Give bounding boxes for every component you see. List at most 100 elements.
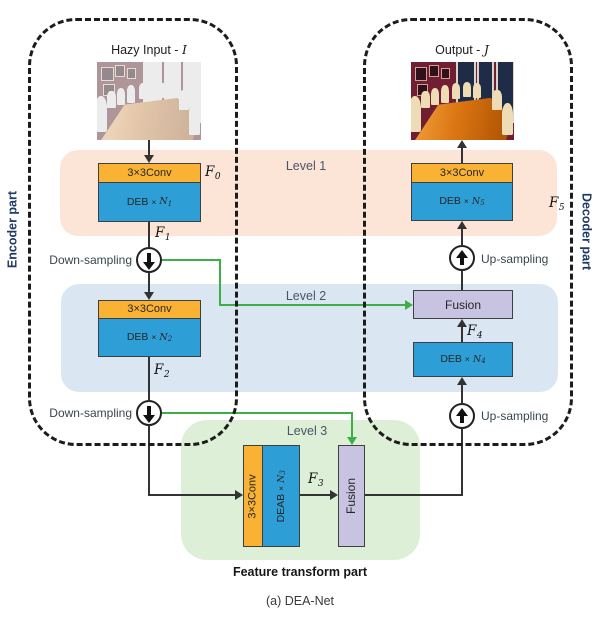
arrowhead bbox=[144, 292, 154, 300]
up-sampling-label-1: Up-sampling bbox=[481, 252, 549, 266]
arrowhead bbox=[330, 490, 338, 500]
f-base: F bbox=[154, 362, 164, 378]
encoder-level1-conv-block: 3×3Conv bbox=[98, 163, 201, 183]
f-subscript: 4 bbox=[476, 331, 483, 341]
decoder-level2-fusion-block: Fusion bbox=[413, 290, 513, 319]
skip-arrowhead bbox=[347, 437, 357, 445]
haze-overlay bbox=[97, 62, 201, 140]
conv-label: 3×3Conv bbox=[127, 303, 172, 315]
skip-line-level2 bbox=[351, 412, 353, 437]
up-arrow-stem bbox=[460, 255, 464, 265]
flow-line bbox=[148, 357, 150, 400]
deb-count-variable: N bbox=[472, 353, 482, 365]
arrowhead bbox=[457, 377, 467, 385]
skip-line-level1 bbox=[219, 259, 221, 306]
up-sampling-label-2: Up-sampling bbox=[481, 409, 549, 423]
feature-label-f1: F1 bbox=[155, 225, 171, 243]
deb-count-subscript: 5 bbox=[480, 199, 485, 207]
feature-label-f4: F4 bbox=[467, 323, 483, 341]
hazy-room-scene bbox=[97, 62, 201, 140]
fusion-label: Fusion bbox=[444, 297, 482, 312]
flow-line bbox=[148, 426, 150, 496]
deb-label: DEB bbox=[126, 331, 149, 344]
times-sign: × bbox=[151, 196, 157, 207]
output-image bbox=[411, 62, 514, 140]
decoder-part-label: Decoder part bbox=[579, 192, 594, 271]
down-sampling-icon bbox=[136, 247, 162, 273]
deab-count-variable: N bbox=[275, 474, 287, 483]
deb-count-subscript: 2 bbox=[167, 335, 173, 343]
level2-label: Level 2 bbox=[285, 289, 327, 303]
flow-line bbox=[461, 326, 463, 342]
deb-count-subscript: 4 bbox=[481, 357, 486, 365]
picture-frame bbox=[428, 65, 439, 78]
flow-line bbox=[148, 494, 235, 496]
down-sampling-label-2: Down-sampling bbox=[49, 406, 132, 420]
conv-label: 3×3Conv bbox=[246, 473, 259, 519]
chair bbox=[492, 90, 502, 111]
down-arrow-head bbox=[143, 262, 155, 270]
times-sign: × bbox=[151, 332, 157, 343]
encoder-boundary bbox=[28, 18, 238, 446]
chair bbox=[411, 96, 422, 133]
flow-line bbox=[148, 221, 150, 247]
output-variable: J bbox=[483, 42, 489, 57]
deb-label: DEB bbox=[126, 195, 149, 208]
times-sign: × bbox=[275, 485, 286, 491]
picture-frame bbox=[415, 66, 428, 82]
deb-count-variable: N bbox=[159, 196, 168, 208]
flow-line bbox=[300, 494, 330, 496]
up-arrow-stem bbox=[460, 413, 464, 423]
flow-line bbox=[365, 494, 463, 496]
hazy-input-title-text: Hazy Input - bbox=[111, 43, 182, 57]
up-sampling-icon bbox=[449, 403, 475, 429]
up-arrow-head bbox=[456, 250, 468, 258]
level3-label: Level 3 bbox=[286, 424, 328, 438]
up-sampling-icon bbox=[449, 245, 475, 271]
f-subscript: 5 bbox=[558, 203, 565, 213]
chair bbox=[501, 102, 513, 136]
feature-label-f5: F5 bbox=[549, 195, 565, 213]
f-base: F bbox=[308, 471, 318, 487]
f-base: F bbox=[155, 225, 165, 241]
feature-label-f3: F3 bbox=[308, 471, 324, 489]
dehazed-room-scene bbox=[411, 62, 514, 140]
times-sign: × bbox=[464, 354, 470, 365]
encoder-level2-conv-block: 3×3Conv bbox=[98, 300, 201, 319]
output-title: Output - J bbox=[397, 42, 527, 57]
chair bbox=[472, 83, 482, 98]
skip-line-level1 bbox=[219, 304, 405, 306]
conv-label: 3×3Conv bbox=[127, 166, 172, 179]
hazy-input-title: Hazy Input - I bbox=[84, 42, 214, 57]
deb-count-variable: N bbox=[159, 331, 168, 343]
deb-label: DEB bbox=[440, 353, 462, 366]
deab-label: DEAB bbox=[274, 493, 287, 523]
down-arrow-stem bbox=[147, 406, 151, 416]
deb-count-variable: N bbox=[471, 195, 481, 207]
feature-transform-caption: Feature transform part bbox=[232, 565, 368, 579]
arrowhead bbox=[235, 490, 243, 500]
hazy-input-image bbox=[97, 62, 201, 140]
feature-label-f0: F0 bbox=[205, 164, 221, 182]
flow-line bbox=[461, 228, 463, 245]
times-sign: × bbox=[463, 196, 469, 207]
output-title-text: Output - bbox=[435, 43, 484, 57]
fusion-label: Fusion bbox=[344, 477, 359, 515]
arrowhead bbox=[457, 140, 467, 148]
flow-line bbox=[461, 429, 463, 496]
skip-line-level1 bbox=[162, 259, 221, 261]
flow-line bbox=[461, 147, 463, 163]
down-arrow-stem bbox=[147, 253, 151, 263]
decoder-boundary bbox=[363, 18, 573, 446]
arrowhead bbox=[457, 221, 467, 229]
f-subscript: 1 bbox=[164, 233, 171, 243]
f-subscript: 0 bbox=[214, 172, 221, 182]
level3-band bbox=[181, 420, 420, 560]
flow-line bbox=[461, 384, 463, 403]
flow-line bbox=[148, 140, 150, 156]
deab-count-subscript: 3 bbox=[278, 469, 287, 475]
